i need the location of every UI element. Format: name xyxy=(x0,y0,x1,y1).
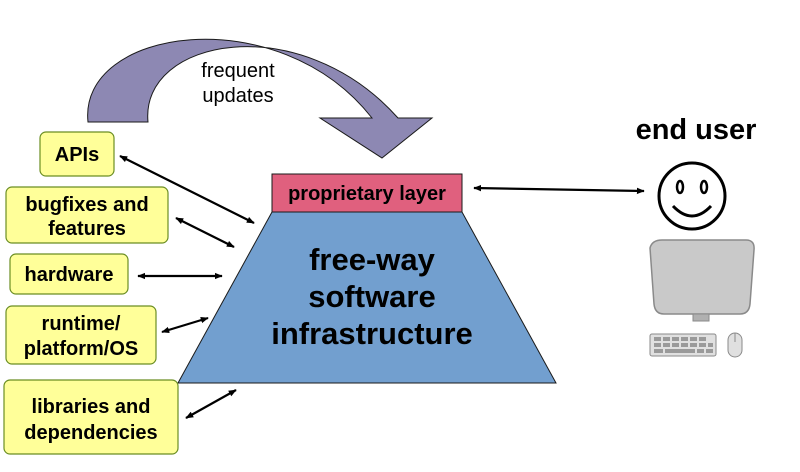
end-user-label: end user xyxy=(636,114,757,146)
curved-arrow-shape xyxy=(87,38,434,159)
proprietary-layer: proprietary layer xyxy=(271,173,463,213)
apis-connector-arrow xyxy=(119,155,255,224)
core-infrastructure: free-way software infrastructure xyxy=(177,211,557,384)
core-label-line3: infrastructure xyxy=(271,316,473,351)
input-box-hardware: hardware xyxy=(9,253,129,295)
updates-label: updates xyxy=(202,85,273,107)
frequent-label: frequent xyxy=(201,60,275,82)
input-box-bugfixes: bugfixes and features xyxy=(5,186,169,244)
input-box-apis: APIs xyxy=(39,131,115,177)
libraries-label-line1: libraries and xyxy=(32,396,151,418)
core-label-line2: software xyxy=(308,279,435,314)
runtime-box xyxy=(5,305,157,365)
end-user-connector-arrow xyxy=(473,184,645,195)
apis-box xyxy=(39,131,115,177)
keyboard-icon xyxy=(649,333,717,357)
libraries-box xyxy=(3,379,179,455)
desktop-computer-icon xyxy=(649,239,755,358)
frequent-updates-arrow: frequent updates xyxy=(87,38,434,159)
input-box-libraries: libraries and dependencies xyxy=(3,379,179,455)
bugfixes-label-line1: bugfixes and xyxy=(25,194,148,216)
end-user-group: end user xyxy=(636,114,757,358)
core-label-line1: free-way xyxy=(309,242,436,277)
smiley-face-icon xyxy=(657,161,727,231)
bugfixes-label-line2: features xyxy=(48,218,126,240)
bugfixes-connector-arrow xyxy=(175,217,235,248)
hardware-box xyxy=(9,253,129,295)
connector-arrows xyxy=(119,155,645,419)
libraries-connector-arrow xyxy=(185,389,237,419)
runtime-label-line1: runtime/ xyxy=(42,313,121,335)
proprietary-layer-box xyxy=(271,173,463,213)
proprietary-layer-label: proprietary layer xyxy=(288,183,446,205)
runtime-label-line2: platform/OS xyxy=(24,338,138,360)
mouse-icon xyxy=(727,332,743,358)
apis-label: APIs xyxy=(55,144,99,166)
input-box-runtime: runtime/ platform/OS xyxy=(5,305,157,365)
runtime-connector-arrow xyxy=(161,316,209,334)
hardware-label: hardware xyxy=(25,264,114,286)
libraries-label-line2: dependencies xyxy=(24,422,157,444)
